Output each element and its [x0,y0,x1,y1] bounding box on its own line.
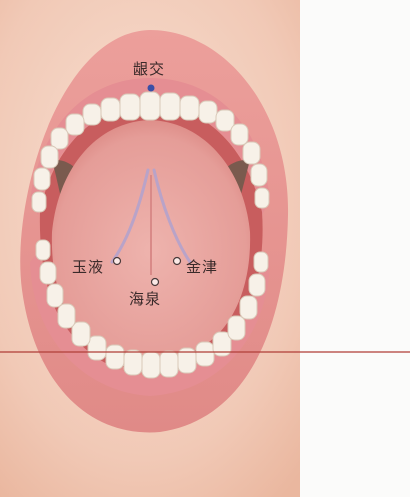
acupoint-dot-yuye [114,258,121,265]
label-haiquan: 海泉 [129,290,161,308]
label-yuye: 玉液 [72,258,104,276]
acupoint-dot-yinjiao [148,85,155,92]
right-background [300,0,410,497]
label-yinjiao: 龈交 [133,60,165,78]
acupoint-dot-haiquan [152,279,159,286]
acupoint-dot-jinjin [174,258,181,265]
label-jinjin: 金津 [186,258,218,276]
